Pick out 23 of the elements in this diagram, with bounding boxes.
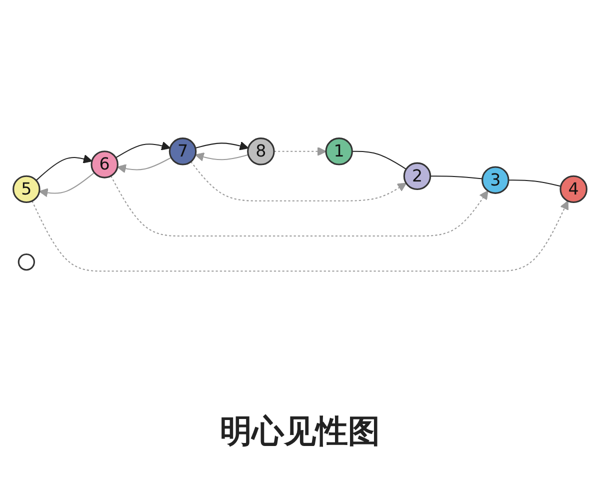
node-circle — [18, 254, 35, 271]
node-circle: 2 — [403, 162, 432, 190]
arrow — [195, 152, 248, 162]
arrow — [195, 142, 249, 151]
arrow — [190, 162, 407, 202]
arrow — [117, 157, 172, 174]
arrow — [38, 172, 95, 198]
node-circle: 3 — [482, 166, 510, 194]
connector — [352, 151, 406, 170]
connector — [508, 180, 561, 187]
diagram-title: 明心见性图 — [219, 411, 381, 452]
node-circle: 7 — [168, 138, 197, 166]
node-circle: 1 — [325, 138, 353, 166]
arrow — [36, 154, 92, 182]
arrow — [116, 142, 171, 158]
arrow — [110, 176, 488, 237]
node-circle: 4 — [560, 176, 588, 204]
arrow — [32, 200, 569, 272]
node-circle: 6 — [90, 150, 118, 179]
arrow — [274, 147, 326, 156]
node-circle: 8 — [247, 138, 275, 166]
connector — [430, 176, 482, 180]
node-circle: 5 — [12, 176, 40, 204]
